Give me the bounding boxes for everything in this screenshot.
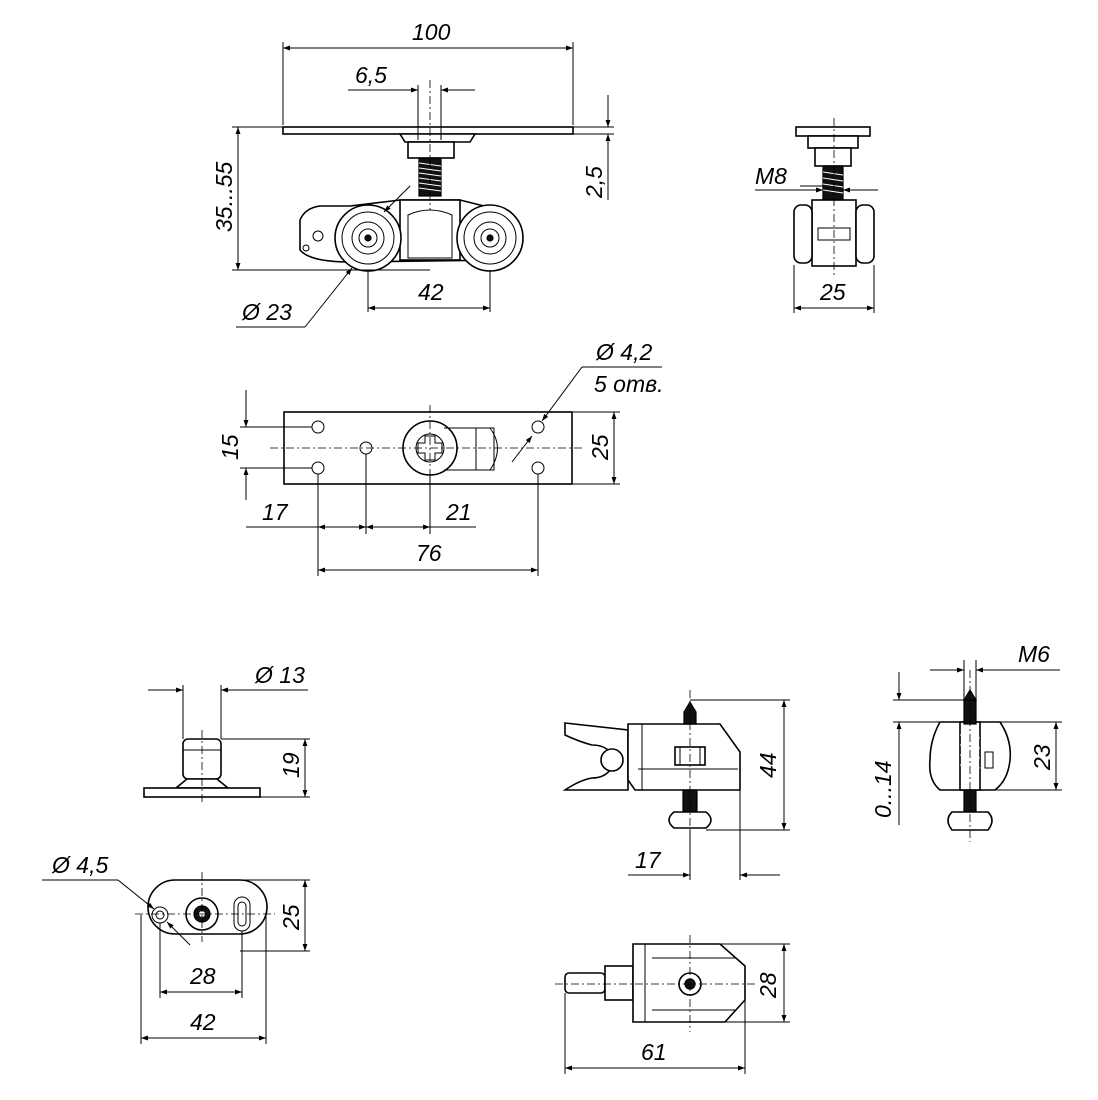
dim-28-bottom: 28: [755, 972, 781, 999]
dim-17-clamp: 17: [635, 847, 662, 873]
dim-25-side: 25: [819, 279, 846, 305]
stopper-base-top-view: Ø 4,5 25 28 42: [42, 852, 310, 1044]
dim-5-holes: 5 отв.: [594, 371, 664, 397]
carriage-front-view: 100 6,5 35...55 2,5 42 Ø 23: [211, 19, 614, 328]
plate-top-view: 15 25 17 21 76 Ø 4,2 5 отв.: [217, 339, 664, 576]
dim-dia-4-5: Ø 4,5: [51, 852, 108, 878]
stopper-side-view: Ø 13 19: [143, 662, 310, 802]
dim-19: 19: [278, 752, 304, 778]
dim-42-base: 42: [190, 1009, 216, 1035]
dim-100: 100: [412, 19, 451, 45]
dim-44: 44: [755, 752, 781, 778]
dim-dia-23: Ø 23: [241, 299, 292, 325]
dim-25-base: 25: [278, 904, 304, 931]
dim-23: 23: [1029, 744, 1055, 771]
dim-m6: M6: [1018, 641, 1050, 667]
dim-61: 61: [641, 1039, 667, 1065]
dim-35-55: 35...55: [211, 161, 237, 232]
dim-21: 21: [445, 499, 472, 525]
clamp-bottom-view: 28 61: [555, 935, 790, 1074]
dim-dia-13: Ø 13: [254, 662, 305, 688]
dim-42-top: 42: [418, 279, 444, 305]
dim-25-plate: 25: [587, 434, 613, 461]
dim-17-plate: 17: [262, 499, 289, 525]
dim-m8: M8: [755, 163, 787, 189]
dim-6-5: 6,5: [355, 62, 387, 88]
dim-0-14: 0...14: [870, 760, 896, 818]
dim-15: 15: [217, 434, 243, 460]
clamp-end-view: M6 0...14 23: [870, 641, 1062, 842]
dim-dia-4-2: Ø 4,2: [595, 339, 652, 365]
dim-76: 76: [416, 540, 442, 566]
clamp-side-view: 44 17: [562, 690, 790, 880]
dim-28-base: 28: [189, 963, 216, 989]
carriage-side-view: M8 25: [755, 118, 878, 313]
dim-2-5: 2,5: [581, 166, 607, 199]
